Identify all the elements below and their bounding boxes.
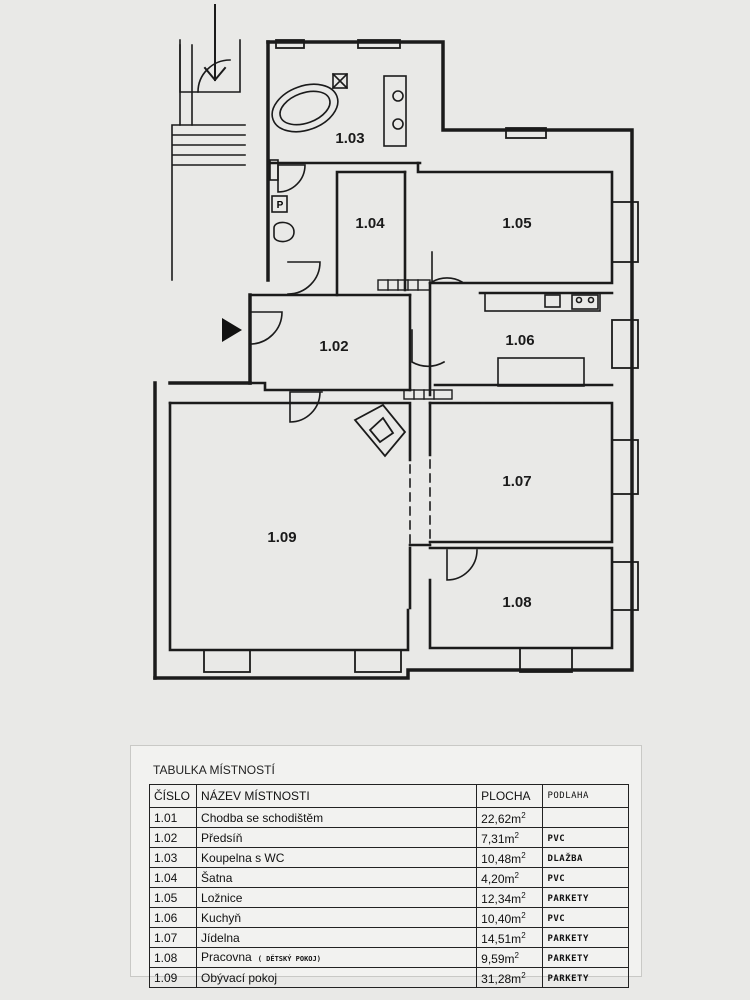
room-area: 22,62m xyxy=(481,812,522,826)
area-unit-sup: 2 xyxy=(521,911,525,920)
area-unit-sup: 2 xyxy=(521,891,525,900)
room-number: 1.06 xyxy=(154,910,178,925)
room-floor: PVC xyxy=(547,913,566,924)
table-row: 1.07 Jídelna 14,51m2 PARKETY xyxy=(148,927,629,948)
room-label: 1.03 xyxy=(335,130,364,147)
wc-sign: P xyxy=(277,200,284,211)
table-row: 1.08 Pracovna ( DĚTSKÝ POKOJ) 9,59m2 PARKETY xyxy=(148,947,629,968)
area-unit-exponent: 2 xyxy=(521,811,526,820)
room-floor: PARKETY xyxy=(547,973,589,984)
area-unit-exponent: 2 xyxy=(521,971,526,980)
floor-plan: P 1.03 1.04 1.05 1.02 1.06 1.07 1.09 1.0… xyxy=(153,4,639,680)
room-floor: PVC xyxy=(547,833,566,844)
room-name: Ložnice xyxy=(201,890,243,905)
area-unit-sup: 2 xyxy=(521,971,525,980)
header-floor: PODLAHA xyxy=(542,784,629,808)
area-unit-sup: 2 xyxy=(521,811,525,820)
legend-title: TABULKA MÍSTNOSTÍ xyxy=(153,763,275,777)
area-unit-exponent: 2 xyxy=(521,891,526,900)
table-row: 1.09 Obývací pokoj 31,28m2 PARKETY xyxy=(148,967,629,988)
table-row: 1.03 Koupelna s WC 10,48m2 DLAŽBA xyxy=(148,847,629,868)
room-label: 1.06 xyxy=(505,332,534,349)
room-note: ( DĚTSKÝ POKOJ) xyxy=(257,954,321,963)
kitchen-counter xyxy=(484,292,601,387)
room-name: Jídelna xyxy=(201,930,240,945)
room-label: 1.04 xyxy=(355,215,385,232)
entrance-marker xyxy=(222,318,242,342)
header-name: NÁZEV MÍSTNOSTI xyxy=(196,784,478,808)
room-name: Šatna xyxy=(201,870,233,885)
area-unit-sup: 2 xyxy=(515,831,519,840)
entry-arrow xyxy=(203,4,227,82)
outer-walls xyxy=(153,40,634,680)
area-unit-exponent: 2 xyxy=(514,871,519,880)
door-swings xyxy=(179,39,478,581)
room-area: 12,34m xyxy=(481,892,522,906)
area-unit-sup: 2 xyxy=(515,871,519,880)
staircase xyxy=(171,44,246,281)
area-unit-exponent: 2 xyxy=(514,951,519,960)
room-name: Předsíň xyxy=(201,830,243,845)
room-label: 1.07 xyxy=(502,473,531,490)
area-unit-exponent: 2 xyxy=(514,831,519,840)
room-number: 1.07 xyxy=(154,930,178,945)
room-area: 7,31m xyxy=(481,832,515,846)
area-unit-exponent: 2 xyxy=(521,851,526,860)
open-passages xyxy=(409,402,613,546)
room-floor: PARKETY xyxy=(547,953,589,964)
bathroom-fixtures xyxy=(269,72,407,243)
room-area: 31,28m xyxy=(481,972,522,986)
room-number: 1.03 xyxy=(154,850,178,865)
table-row: 1.05 Ložnice 12,34m2 PARKETY xyxy=(148,887,629,908)
table-row: 1.02 Předsíň 7,31m2 PVC xyxy=(148,827,629,848)
room-area: 10,48m xyxy=(481,852,522,866)
room-area: 4,20m xyxy=(481,872,515,886)
room-name: Kuchyň xyxy=(201,910,242,925)
room-number: 1.01 xyxy=(154,810,178,825)
room-name: Koupelna s WC xyxy=(201,850,285,865)
room-name: Obývací pokoj xyxy=(201,970,278,985)
area-unit-sup: 2 xyxy=(515,951,519,960)
room-number: 1.04 xyxy=(154,870,178,885)
room-label: 1.08 xyxy=(502,594,531,611)
area-unit-exponent: 2 xyxy=(521,911,526,920)
table-row: 1.06 Kuchyň 10,40m2 PVC xyxy=(148,907,629,928)
area-unit-exponent: 2 xyxy=(521,931,526,940)
interior-walls xyxy=(168,161,614,652)
room-number: 1.05 xyxy=(154,890,178,905)
room-area: 14,51m xyxy=(481,932,522,946)
room-floor: PARKETY xyxy=(547,933,589,944)
room-label: 1.09 xyxy=(267,529,296,546)
room-floor: PVC xyxy=(547,873,566,884)
room-table: ČÍSLO NÁZEV MÍSTNOSTI PLOCHA PODLAHA 1.0… xyxy=(148,784,629,988)
room-name: Pracovna xyxy=(201,949,252,964)
header-area: PLOCHA xyxy=(476,784,544,808)
room-floor: PARKETY xyxy=(547,893,589,904)
room-floor: DLAŽBA xyxy=(547,853,583,864)
area-unit-sup: 2 xyxy=(521,931,525,940)
room-label: 1.05 xyxy=(502,215,531,232)
room-name: Chodba se schodištěm xyxy=(201,810,324,825)
room-area: 10,40m xyxy=(481,912,522,926)
area-unit-sup: 2 xyxy=(521,851,525,860)
room-number: 1.02 xyxy=(154,830,178,845)
room-legend: TABULKA MÍSTNOSTÍ ČÍSLO NÁZEV MÍSTNOSTI … xyxy=(130,745,642,988)
room-number: 1.08 xyxy=(154,950,178,965)
table-row: 1.01 Chodba se schodištěm 22,62m2 xyxy=(148,807,629,828)
room-label: 1.02 xyxy=(319,338,348,355)
table-row: 1.04 Šatna 4,20m2 PVC xyxy=(148,867,629,888)
windows xyxy=(203,39,639,673)
header-number: ČÍSLO xyxy=(148,784,198,808)
room-number: 1.09 xyxy=(154,970,178,985)
table-header-row: ČÍSLO NÁZEV MÍSTNOSTI PLOCHA PODLAHA xyxy=(148,784,629,808)
stove xyxy=(353,403,407,458)
radiators xyxy=(377,279,453,400)
room-area: 9,59m xyxy=(481,952,515,966)
